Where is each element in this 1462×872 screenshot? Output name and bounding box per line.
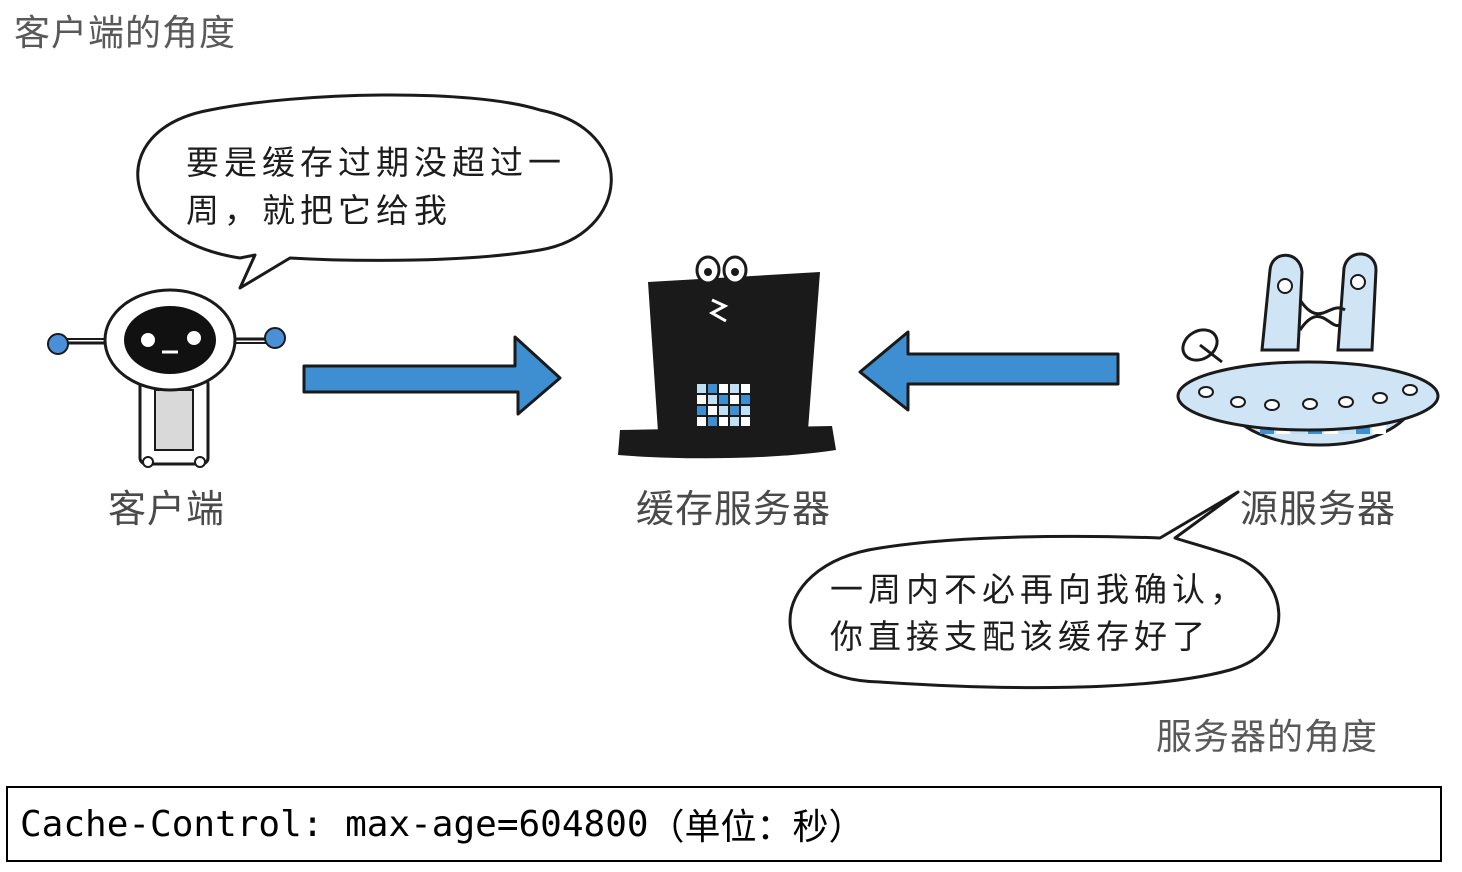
server-perspective-title: 服务器的角度 (1156, 717, 1379, 758)
top-hat-cache-icon (618, 255, 836, 459)
origin-server-label: 源服务器 (1240, 487, 1397, 531)
cache-grid (697, 384, 750, 426)
server-bubble-line-2: 你直接支配该缓存好了 (830, 617, 1210, 656)
client-label: 客户端 (108, 487, 226, 531)
cache-control-code: Cache-Control: max-age=604800 (20, 803, 649, 845)
cache-diagram (47, 93, 1440, 690)
robot-client-icon (47, 288, 286, 468)
cache-control-header-box: Cache-Control: max-age=604800（单位：秒） (6, 786, 1442, 862)
satellite-dish-icon (1181, 328, 1223, 364)
client-bubble-line-2: 周，就把它给我 (186, 191, 452, 230)
arrow-right-icon (302, 335, 562, 416)
cache-server-label: 缓存服务器 (636, 487, 832, 531)
client-bubble-line-1: 要是缓存过期没超过一 (186, 143, 566, 182)
server-bubble-line-1: 一周内不必再向我确认， (830, 570, 1248, 609)
server-speech-bubble (788, 490, 1281, 690)
arrow-left-icon (858, 330, 1120, 412)
unit-note: （单位：秒） (648, 807, 865, 848)
client-speech-bubble (136, 93, 613, 290)
client-perspective-title: 客户端的角度 (14, 13, 237, 54)
ufo-origin-icon (1176, 252, 1440, 447)
